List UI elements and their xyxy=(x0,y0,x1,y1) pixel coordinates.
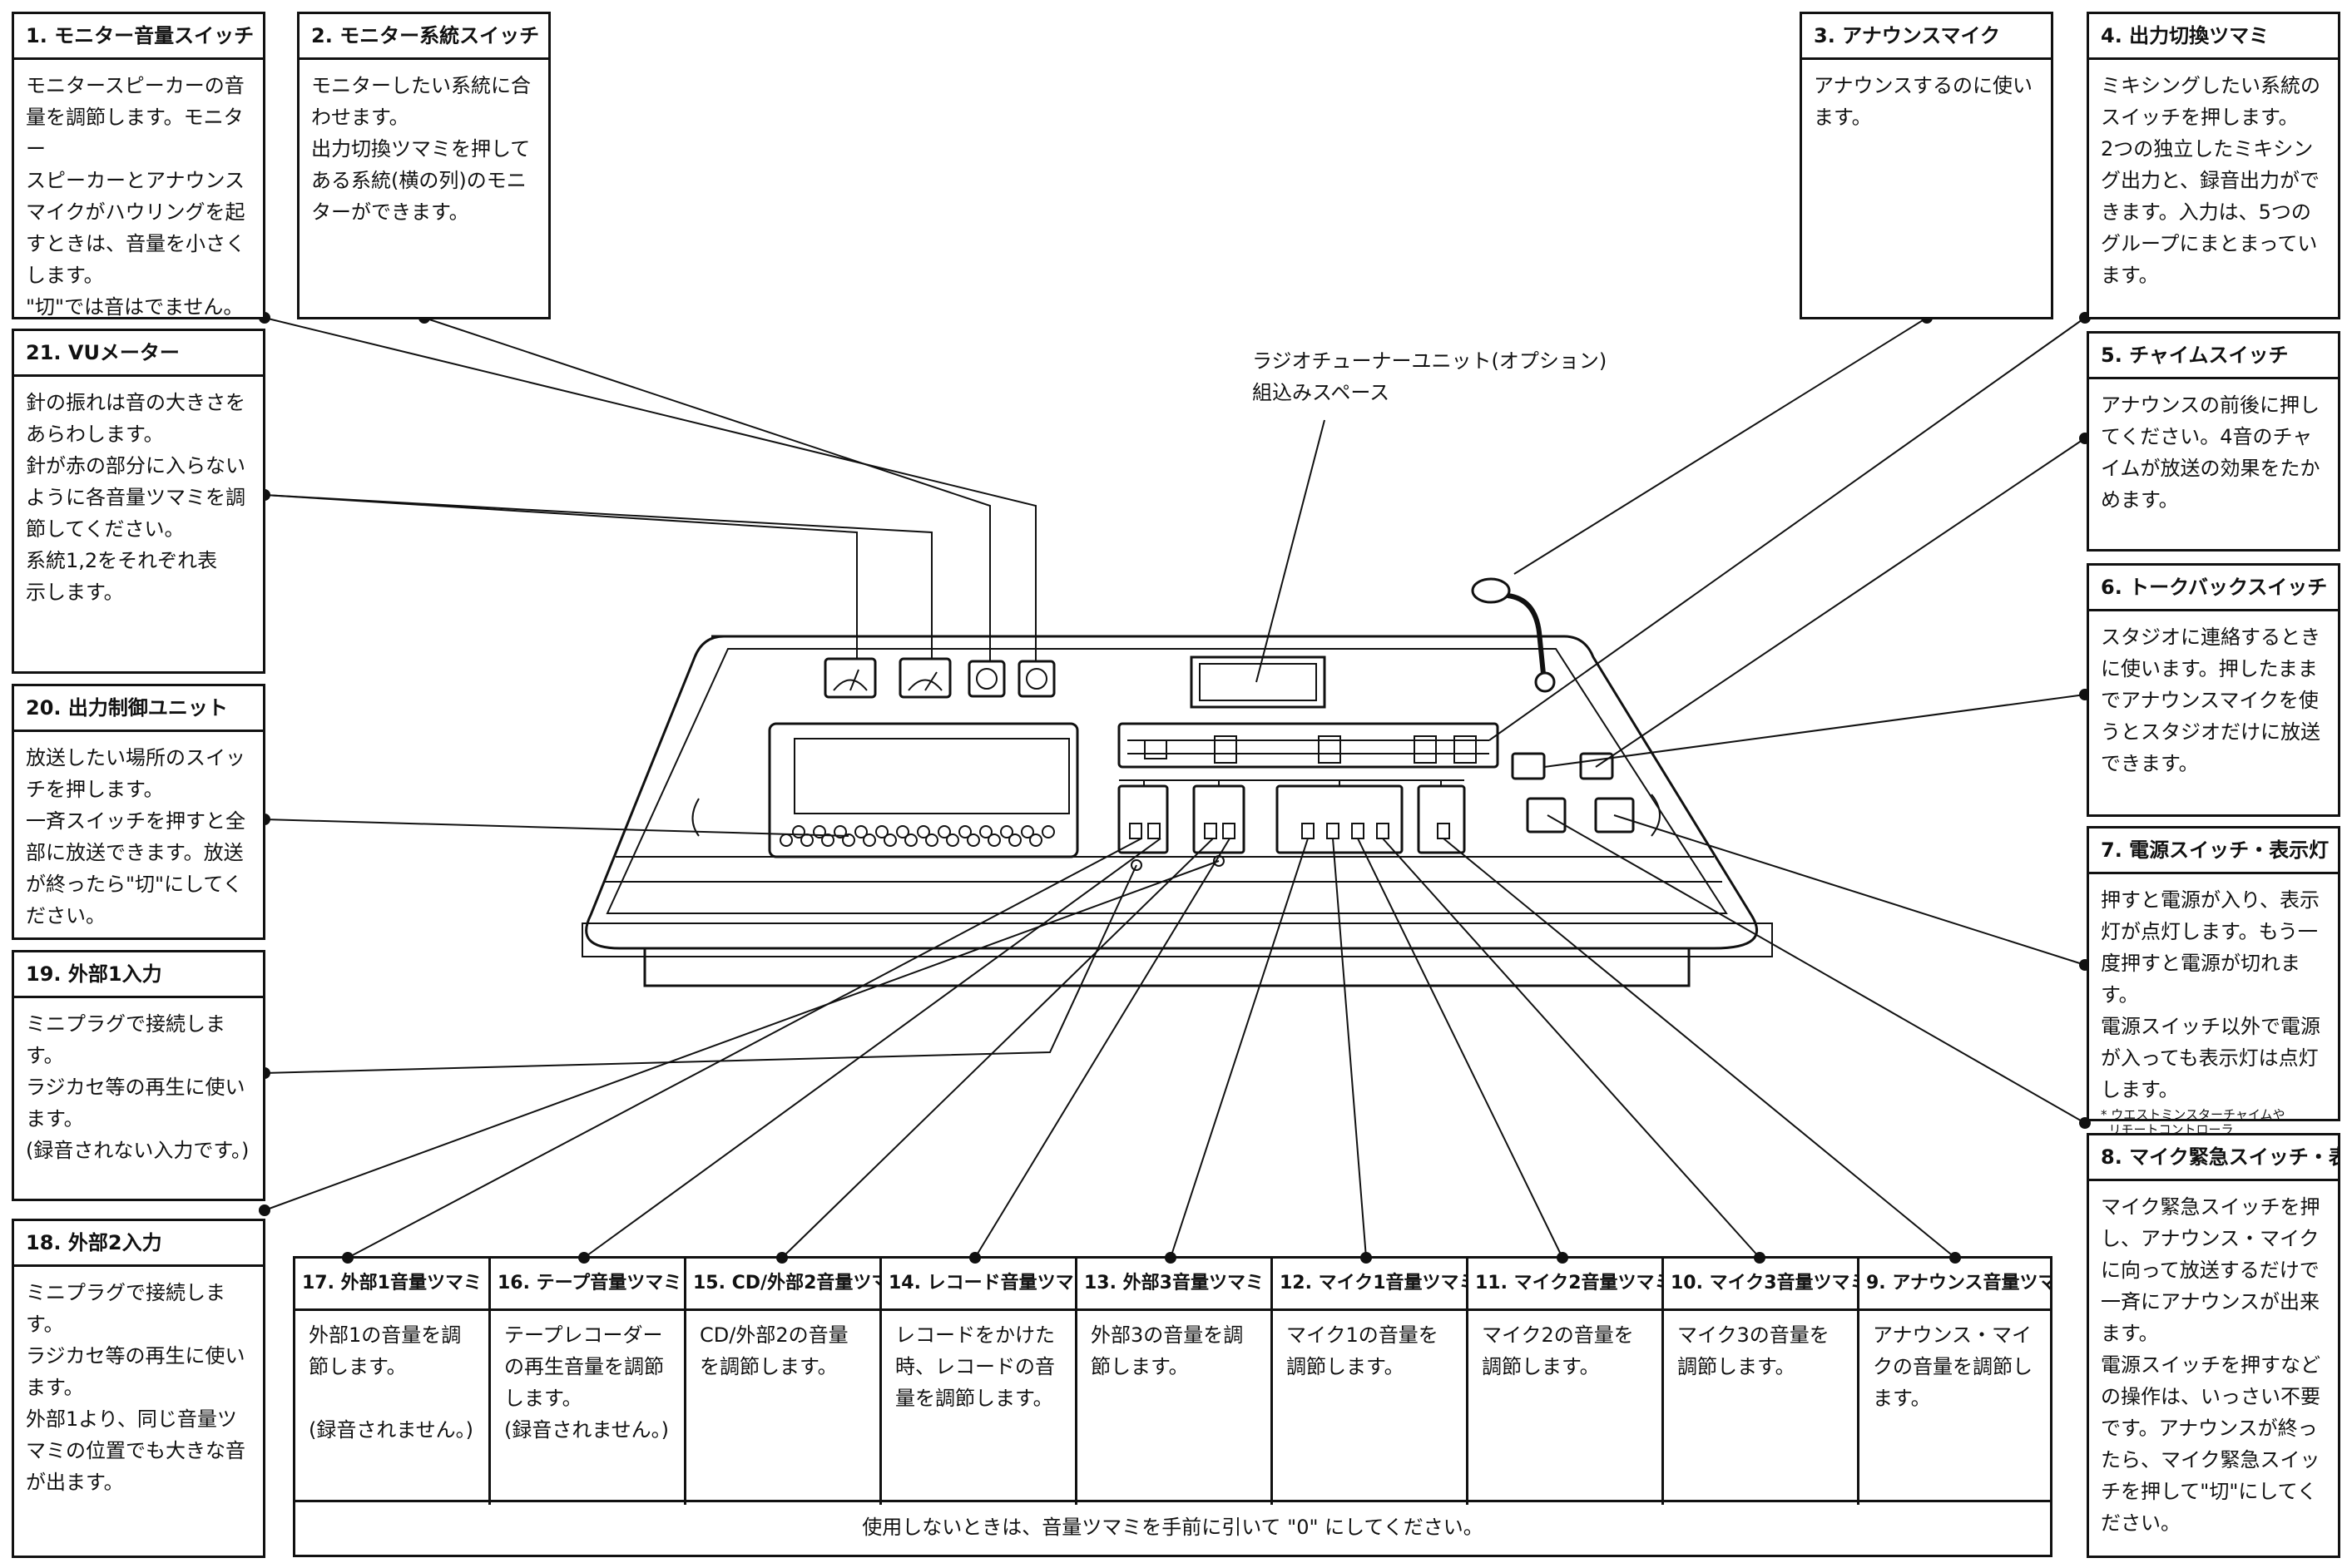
callout-title: 19. 外部1入力 xyxy=(14,952,263,998)
callout-body: モニターしたい系統に合 わせます。 出力切換ツマミを押して ある系統(横の列)の… xyxy=(311,74,531,224)
fader-group-mic xyxy=(1275,784,1404,854)
column-title: 16. テープ音量ツマミ xyxy=(491,1259,684,1311)
callout-mic-emergency-switch: 8. マイク緊急スイッチ・表示灯 マイク緊急スイッチを押 し、アナウンス・マイク… xyxy=(2087,1133,2340,1558)
column-body: マイク2の音量を 調節します。 xyxy=(1482,1323,1634,1378)
callout-title: 20. 出力制御ユニット xyxy=(14,686,263,732)
callout-monitor-select-switch: 2. モニター系統スイッチ モニターしたい系統に合 わせます。 出力切換ツマミを… xyxy=(297,12,551,319)
table-column: 9. アナウンス音量ツマミ アナウンス・マイ クの音量を調節し ます。 xyxy=(1859,1259,2050,1505)
vu-meter-2 xyxy=(899,657,952,699)
callout-chime-switch: 5. チャイムスイッチ アナウンスの前後に押し てください。4音のチャ イムが放… xyxy=(2087,331,2340,552)
fader-group-ext xyxy=(1117,784,1169,854)
column-body: マイク3の音量を 調節します。 xyxy=(1677,1323,1830,1378)
table-column: 11. マイク2音量ツマミ マイク2の音量を 調節します。 xyxy=(1468,1259,1664,1505)
column-body: 外部1の音量を調 節します。 (録音されません。) xyxy=(309,1323,474,1442)
callout-title: 7. 電源スイッチ・表示灯 xyxy=(2089,829,2338,874)
callout-external-input-2: 18. 外部2入力 ミニプラグで接続します。 ラジカセ等の再生に使い ます。 外… xyxy=(12,1219,265,1558)
console-base xyxy=(643,947,1691,987)
callout-monitor-volume-switch: 1. モニター音量スイッチ モニタースピーカーの音 量を調節します。モニター ス… xyxy=(12,12,265,319)
table-column: 15. CD/外部2音量ツマミ CD/外部2の音量 を調節します。 xyxy=(686,1259,882,1505)
table-column: 10. マイク3音量ツマミ マイク3の音量を 調節します。 xyxy=(1664,1259,1859,1505)
console-inner-edge xyxy=(606,648,1728,914)
column-title: 15. CD/外部2音量ツマミ xyxy=(686,1259,879,1311)
tuner-space xyxy=(1190,655,1326,709)
column-body: マイク1の音量を 調節します。 xyxy=(1286,1323,1438,1378)
table-column: 13. 外部3音量ツマミ 外部3の音量を調 節します。 xyxy=(1077,1259,1273,1505)
callout-title: 18. 外部2入力 xyxy=(14,1221,263,1267)
callout-body: 針の振れは音の大きさを あらわします。 針が赤の部分に入らない ように各音量ツマ… xyxy=(26,391,245,604)
talkback-switch xyxy=(1511,752,1546,780)
chime-switch xyxy=(1579,752,1614,780)
column-body: テープレコーダー の再生音量を調節 します。 (録音されません。) xyxy=(504,1323,670,1442)
callout-external-input-1: 19. 外部1入力 ミニプラグで接続します。 ラジカセ等の再生に使い ます。 (… xyxy=(12,950,265,1201)
callout-body: モニタースピーカーの音 量を調節します。モニター スピーカーとアナウンス マイク… xyxy=(26,74,245,319)
announce-mic-head xyxy=(1471,577,1511,604)
column-title: 17. 外部1音量ツマミ xyxy=(295,1259,488,1311)
callout-title: 4. 出力切換ツマミ xyxy=(2089,14,2338,60)
callout-body: アナウンスの前後に押し てください。4音のチャ イムが放送の効果をたか めます。 xyxy=(2101,393,2320,512)
callout-body: マイク緊急スイッチを押 し、アナウンス・マイク に向って放送するだけで 一斉にア… xyxy=(2101,1195,2320,1535)
column-title: 9. アナウンス音量ツマミ xyxy=(1859,1259,2050,1311)
console-body xyxy=(585,635,1758,950)
output-select-rail xyxy=(1117,722,1499,769)
mic-gooseneck xyxy=(1507,593,1546,675)
callout-body: ミニプラグで接続します。 ラジカセ等の再生に使い ます。 (録音されない入力です… xyxy=(26,1012,250,1162)
volume-knob-table: 17. 外部1音量ツマミ 外部1の音量を調 節します。 (録音されません。) 1… xyxy=(293,1256,2052,1557)
column-body: アナウンス・マイ クの音量を調節し ます。 xyxy=(1873,1323,2033,1410)
console-front xyxy=(582,922,1773,957)
table-column: 17. 外部1音量ツマミ 外部1の音量を調 節します。 (録音されません。) xyxy=(295,1259,491,1505)
callout-output-select-knob: 4. 出力切換ツマミ ミキシングしたい系統の スイッチを押します。 2つの独立し… xyxy=(2087,12,2340,319)
column-body: レコードをかけた 時、レコードの音 量を調節します。 xyxy=(895,1323,1055,1410)
callout-body: アナウンスするのに使い ます。 xyxy=(1814,74,2033,129)
column-title: 14. レコード音量ツマミ xyxy=(882,1259,1075,1311)
vu-meter-1 xyxy=(824,657,877,699)
monitor-select-knob xyxy=(1018,660,1056,698)
column-title: 10. マイク3音量ツマミ xyxy=(1664,1259,1857,1311)
mic-emergency-switch xyxy=(1526,797,1567,833)
output-control-unit xyxy=(768,722,1079,858)
column-body: CD/外部2の音量 を調節します。 xyxy=(700,1323,849,1378)
power-switch xyxy=(1594,797,1635,833)
callout-title: 8. マイク緊急スイッチ・表示灯 xyxy=(2089,1135,2338,1181)
column-title: 12. マイク1音量ツマミ xyxy=(1273,1259,1466,1311)
callout-title: 5. チャイムスイッチ xyxy=(2089,334,2338,379)
callout-title: 6. トークバックスイッチ xyxy=(2089,566,2338,611)
callout-announce-mic: 3. アナウンスマイク アナウンスするのに使い ます。 xyxy=(1800,12,2053,319)
callout-title: 2. モニター系統スイッチ xyxy=(300,14,548,60)
fader-group-announce xyxy=(1417,784,1466,854)
table-footer-note: 使用しないときは、音量ツマミを手前に引いて "0" にしてください。 xyxy=(295,1500,2050,1555)
fader-group-cd xyxy=(1192,784,1245,854)
callout-output-control-unit: 20. 出力制御ユニット 放送したい場所のスイッ チを押します。 一斉スイッチを… xyxy=(12,684,265,940)
table-column: 16. テープ音量ツマミ テープレコーダー の再生音量を調節 します。 (録音さ… xyxy=(491,1259,686,1505)
callout-vu-meter: 21. VUメーター 針の振れは音の大きさを あらわします。 針が赤の部分に入ら… xyxy=(12,329,265,674)
column-title: 13. 外部3音量ツマミ xyxy=(1077,1259,1270,1311)
callout-body: スタジオに連絡するとき に使います。押したまま でアナウンスマイクを使 うとスタ… xyxy=(2101,626,2320,775)
tuner-space-label: ラジオチューナーユニット(オプション) 組込みスペース xyxy=(1252,349,1607,404)
callout-title: 1. モニター音量スイッチ xyxy=(14,14,263,60)
monitor-volume-knob xyxy=(968,660,1006,698)
callout-body: 押すと電源が入り、表示 灯が点灯します。もう一 度押すと電源が切れます。 電源ス… xyxy=(2101,888,2320,1101)
callout-power-switch: 7. 電源スイッチ・表示灯 押すと電源が入り、表示 灯が点灯します。もう一 度押… xyxy=(2087,826,2340,1137)
callout-body: ミキシングしたい系統の スイッチを押します。 2つの独立したミキシン グ出力と、… xyxy=(2101,74,2320,287)
column-body: 外部3の音量を調 節します。 xyxy=(1091,1323,1244,1378)
callout-title: 21. VUメーター xyxy=(14,331,263,377)
callout-body: 放送したい場所のスイッ チを押します。 一斉スイッチを押すと全 部に放送できます… xyxy=(26,746,245,927)
table-column: 12. マイク1音量ツマミ マイク1の音量を 調節します。 xyxy=(1273,1259,1468,1505)
table-column: 14. レコード音量ツマミ レコードをかけた 時、レコードの音 量を調節します。 xyxy=(882,1259,1077,1505)
callout-body: ミニプラグで接続します。 ラジカセ等の再生に使い ます。 外部1より、同じ音量ツ… xyxy=(26,1281,245,1494)
callout-talkback-switch: 6. トークバックスイッチ スタジオに連絡するとき に使います。押したまま でア… xyxy=(2087,563,2340,817)
column-title: 11. マイク2音量ツマミ xyxy=(1468,1259,1661,1311)
callout-title: 3. アナウンスマイク xyxy=(1802,14,2051,60)
